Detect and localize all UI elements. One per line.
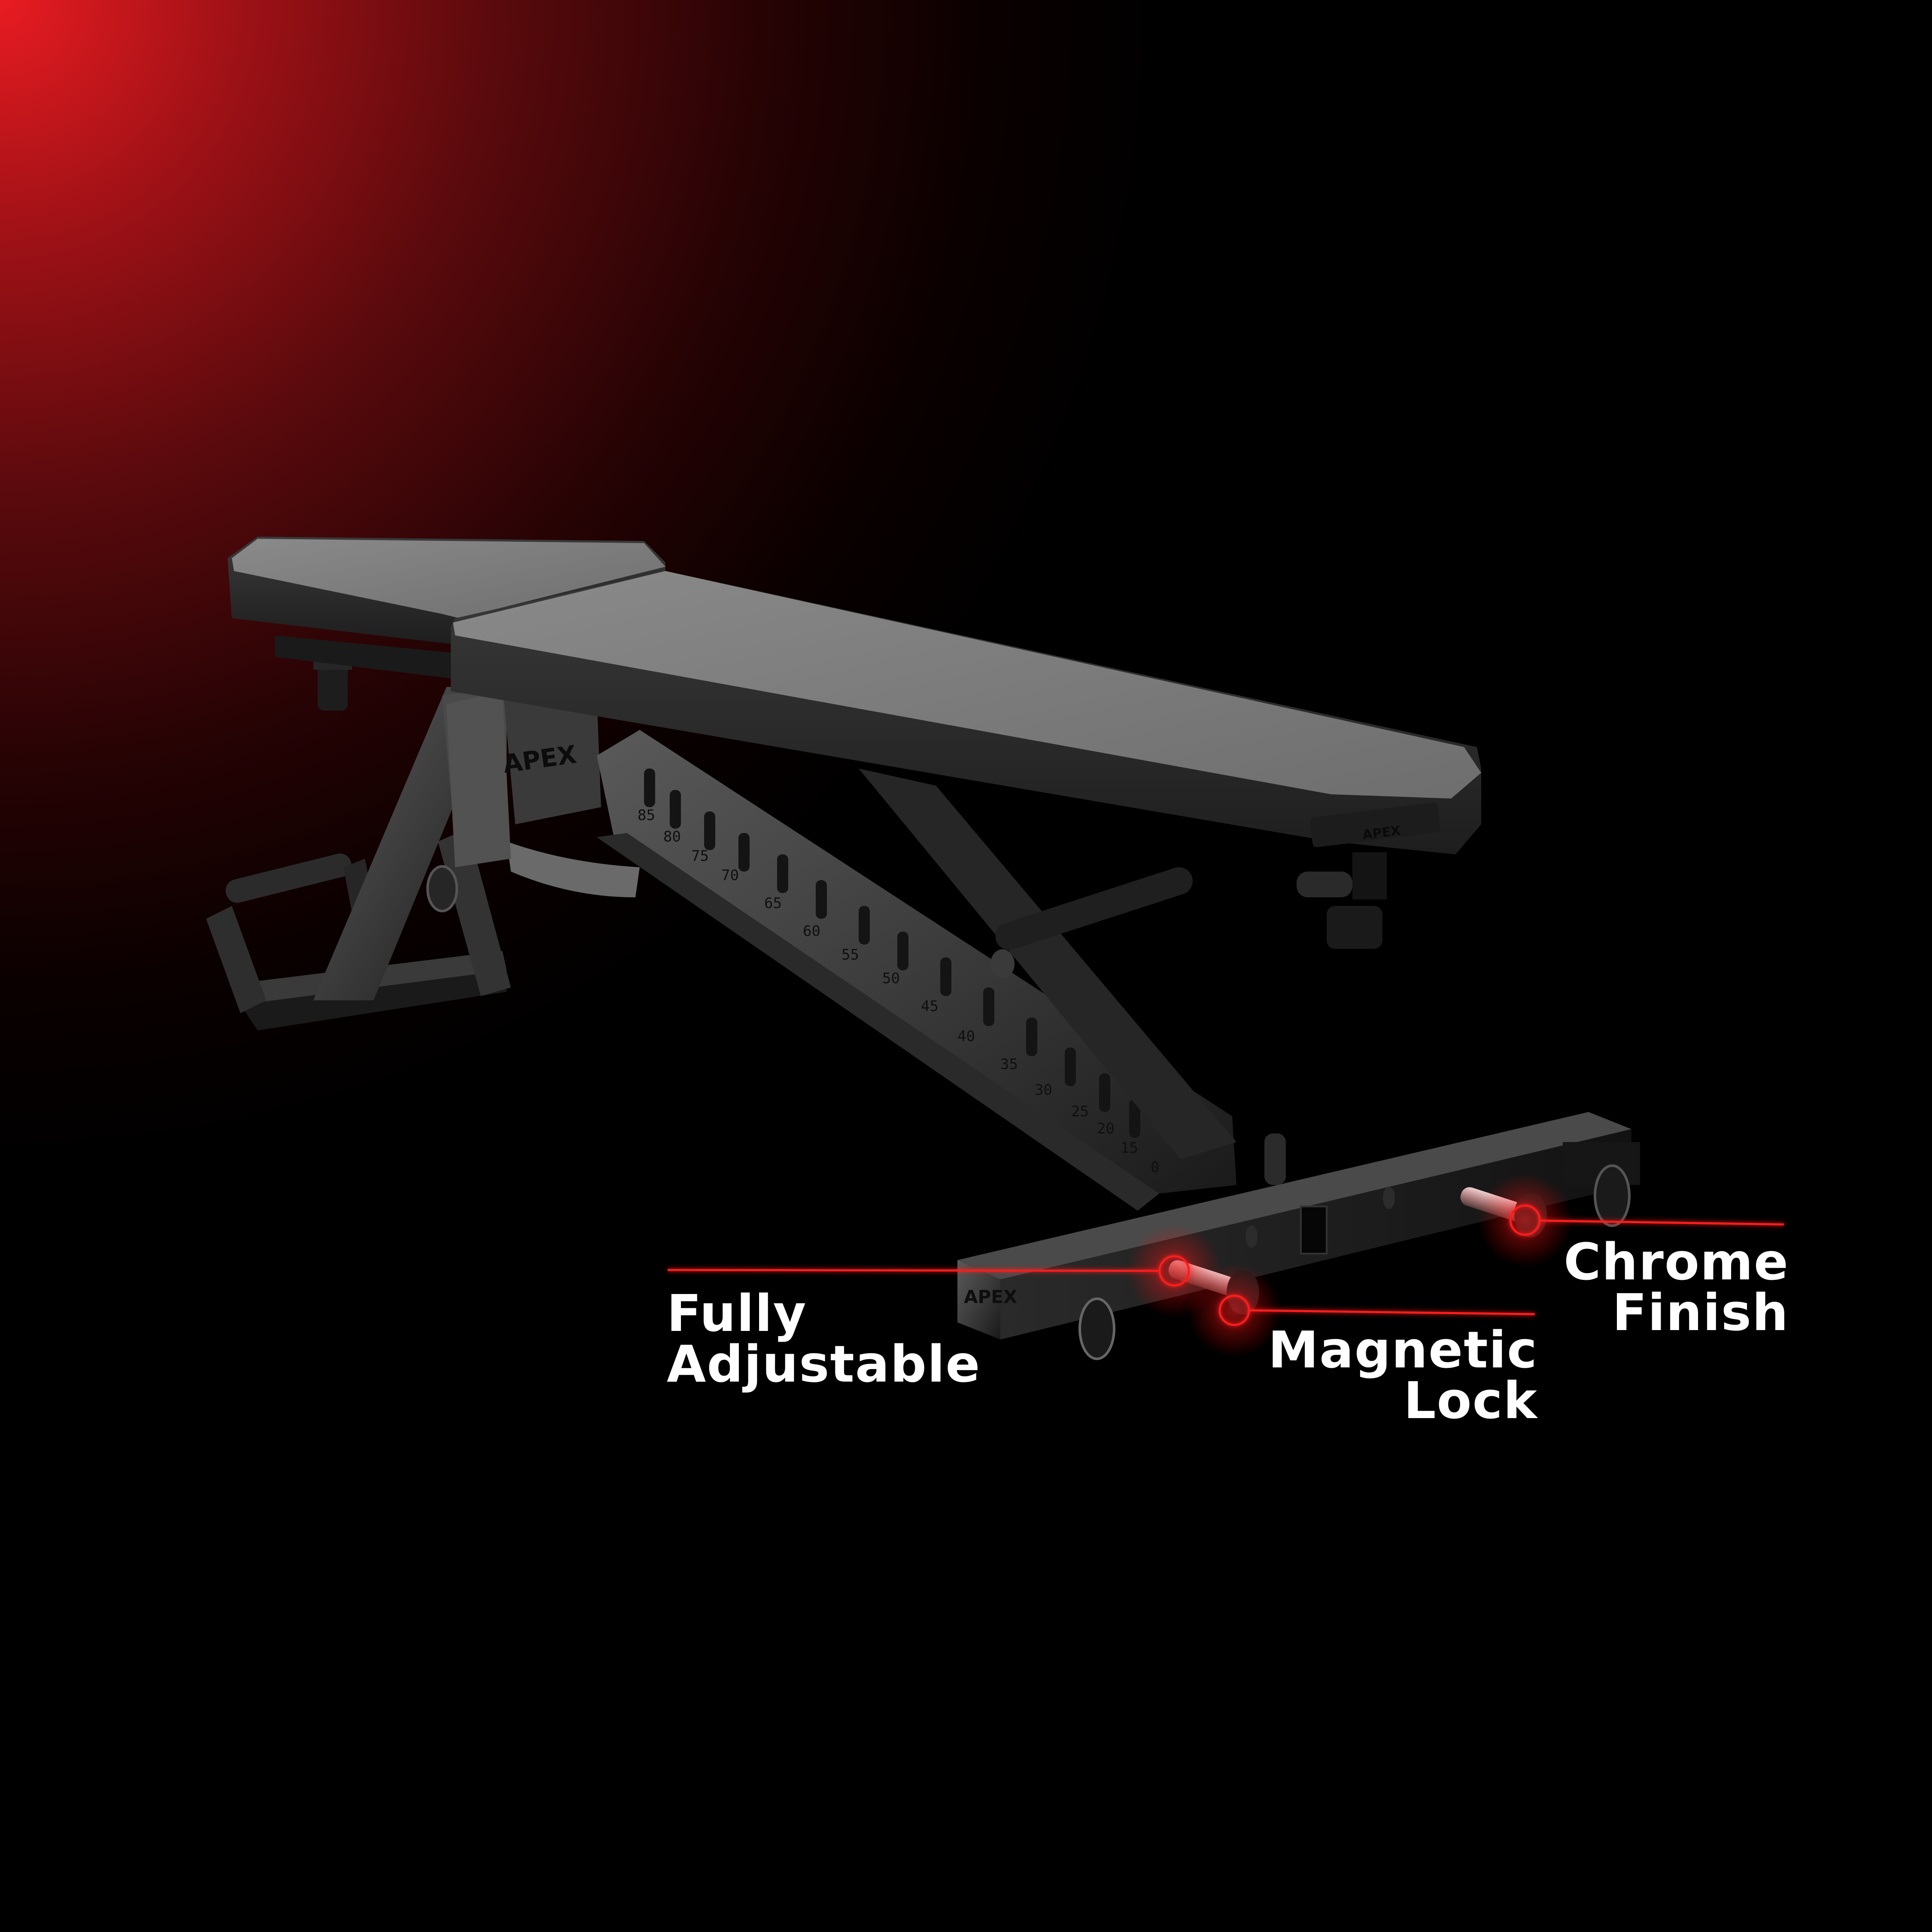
marker-magnetic-lock [1218, 1294, 1250, 1326]
base-logo-apex: APEX [964, 1286, 1017, 1307]
center-column: APEX [447, 683, 601, 867]
callout-fully-adjustable-line2: Adjustable [667, 1334, 981, 1394]
svg-text:20: 20 [1097, 1120, 1115, 1137]
marker-chrome-finish [1509, 1204, 1541, 1236]
callout-magnetic-lock: Magnetic Lock [1268, 1324, 1538, 1426]
svg-text:85: 85 [638, 807, 655, 824]
callout-fully-adjustable-line1: Fully [667, 1284, 807, 1343]
callout-chrome-finish-line1: Chrome [1564, 1232, 1789, 1291]
callout-fully-adjustable: Fully Adjustable [667, 1288, 981, 1389]
svg-text:45: 45 [921, 998, 939, 1015]
svg-text:55: 55 [841, 946, 859, 963]
svg-text:25: 25 [1071, 1103, 1089, 1120]
svg-text:15: 15 [1121, 1139, 1138, 1157]
svg-text:70: 70 [721, 867, 739, 884]
callout-magnetic-lock-line1: Magnetic [1268, 1320, 1538, 1379]
callout-leaders [667, 1204, 1784, 1326]
svg-text:30: 30 [1035, 1081, 1052, 1099]
svg-text:35: 35 [1000, 1056, 1018, 1073]
marker-fully-adjustable [1158, 1255, 1190, 1287]
svg-text:0: 0 [1151, 1159, 1159, 1176]
callout-chrome-finish-line2: Finish [1612, 1283, 1789, 1342]
svg-text:80: 80 [663, 828, 681, 845]
callout-glows [1127, 1173, 1572, 1358]
leader-fully-adjustable [667, 1269, 1160, 1272]
svg-text:50: 50 [882, 970, 900, 987]
callout-magnetic-lock-line2: Lock [1403, 1371, 1538, 1430]
svg-text:40: 40 [957, 1028, 975, 1045]
back-pad: APEX [451, 571, 1481, 949]
svg-text:60: 60 [803, 923, 820, 940]
angle-ladder: 85 80 75 70 65 60 55 50 45 40 35 30 25 2… [597, 730, 1236, 1211]
leader-chrome-finish [1539, 1219, 1784, 1226]
angle-scale-labels: 85 80 75 70 65 60 55 50 45 40 35 30 25 2… [638, 807, 1215, 1176]
callout-chrome-finish: Chrome Finish [1564, 1236, 1789, 1338]
svg-text:75: 75 [691, 848, 709, 865]
leader-magnetic-lock [1249, 1309, 1535, 1315]
svg-text:65: 65 [764, 895, 782, 912]
